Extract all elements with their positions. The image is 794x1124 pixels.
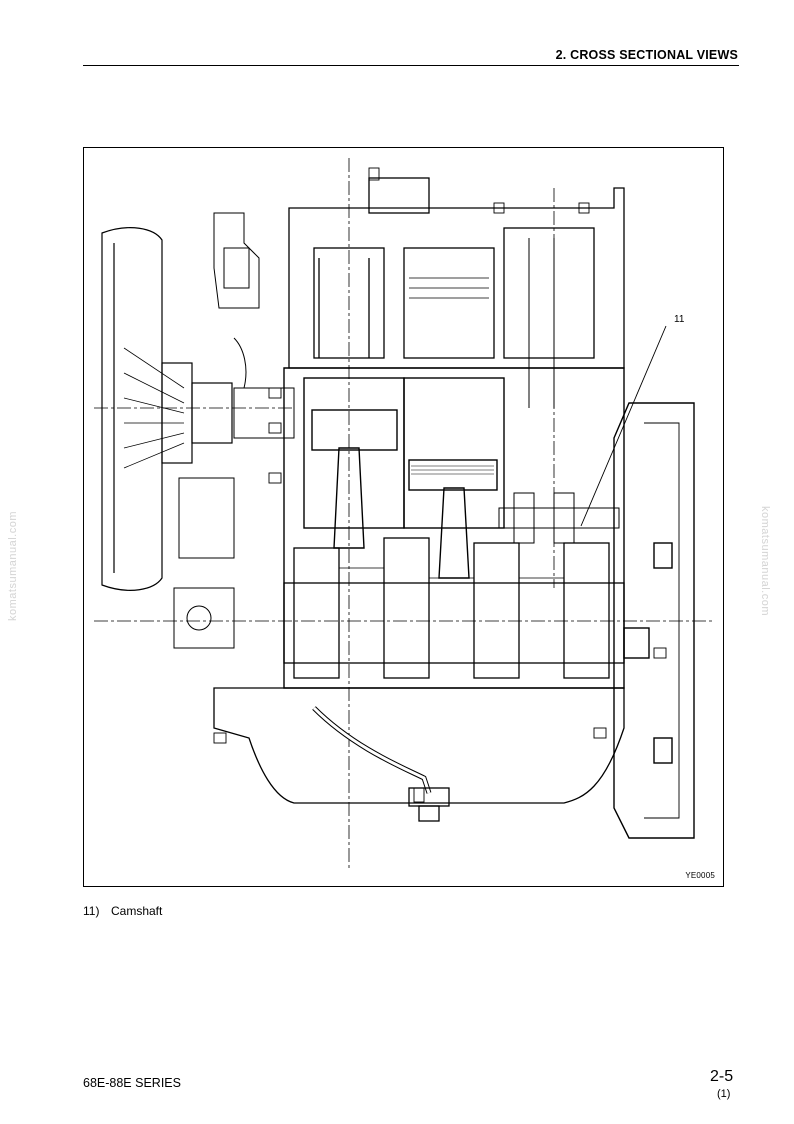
figure-frame: 11 YE0005 xyxy=(83,147,724,887)
cylinder-head xyxy=(288,177,625,408)
section-title: 2. CROSS SECTIONAL VIEWS xyxy=(555,48,738,62)
fan-assembly xyxy=(101,227,233,591)
watermark-left: komatsumanual.com xyxy=(7,511,19,621)
caption-number: 11) xyxy=(83,904,100,918)
figure-code: YE0005 xyxy=(685,871,715,880)
footer-series: 68E-88E SERIES xyxy=(83,1076,181,1090)
engine-cross-section-drawing xyxy=(94,158,714,868)
water-pump xyxy=(173,212,295,649)
crankshaft xyxy=(283,537,625,679)
bolts xyxy=(213,167,667,803)
header-rule xyxy=(83,65,739,66)
flywheel-housing xyxy=(613,402,695,839)
oil-pan xyxy=(213,687,625,822)
watermark-right: komatsumanual.com xyxy=(759,506,771,616)
page-number: 2-5 xyxy=(710,1068,734,1085)
caption: 11) Camshaft xyxy=(83,904,162,918)
camshaft xyxy=(498,325,667,544)
page-revision: (1) xyxy=(717,1088,731,1100)
callout-number-11: 11 xyxy=(674,314,685,325)
caption-text: Camshaft xyxy=(111,904,163,918)
